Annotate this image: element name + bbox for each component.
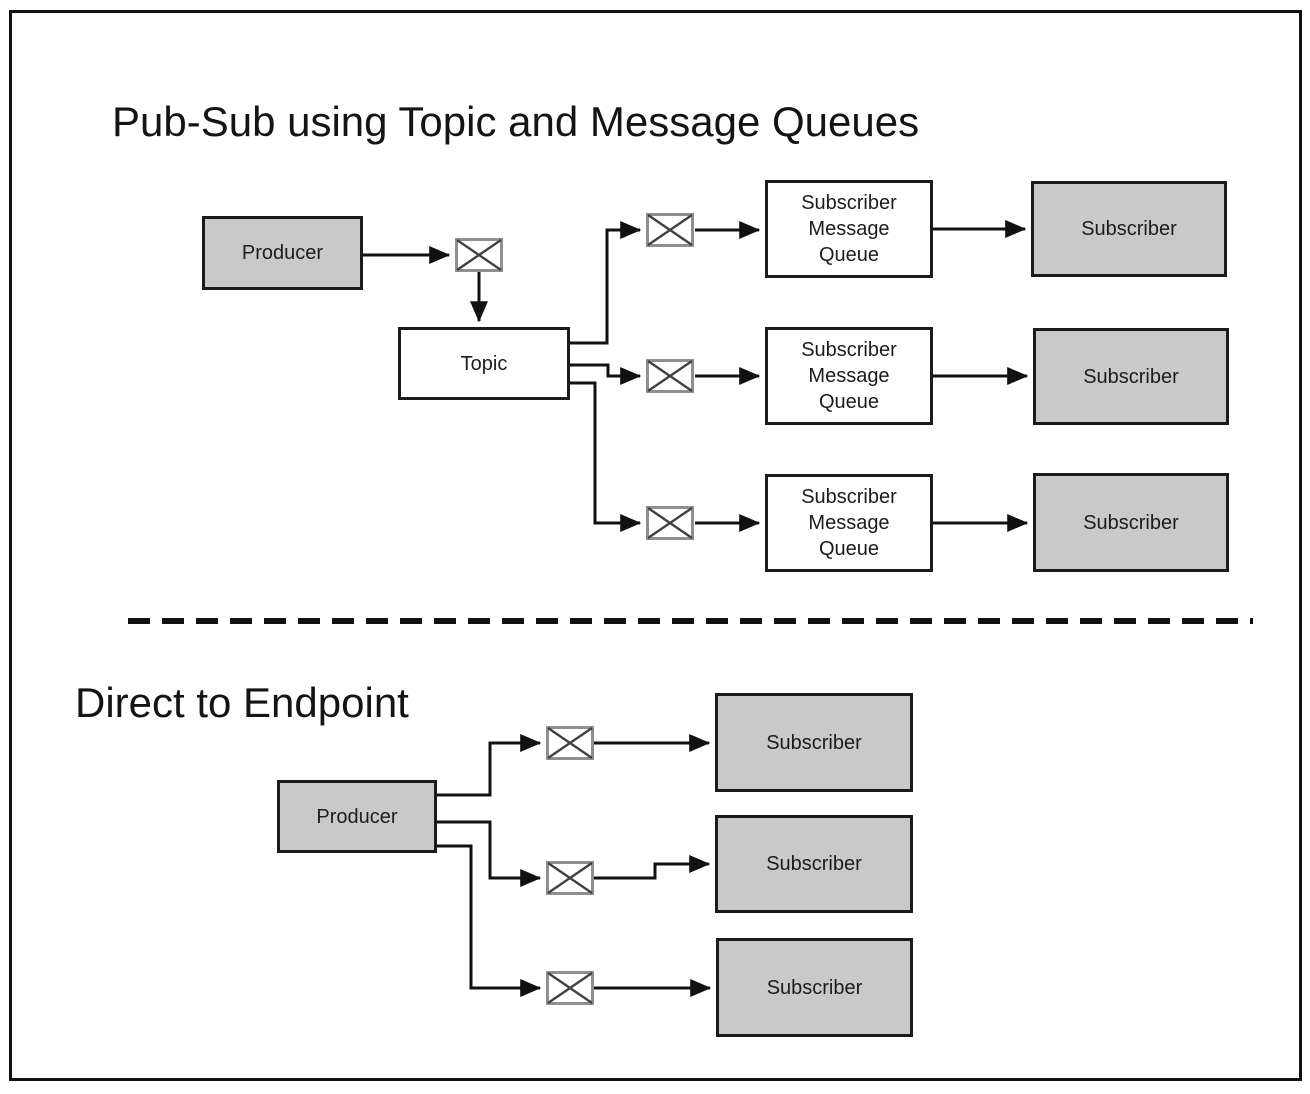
section-title-direct: Direct to Endpoint (75, 679, 409, 726)
message-envelope-icon (546, 726, 594, 765)
topic-label: Topic (460, 352, 508, 375)
subscriber-queue-node-3: Subscriber Message Queue (765, 474, 933, 572)
subscriber-node-direct-2: Subscriber (715, 815, 913, 913)
subscriber-label: Subscriber (1083, 511, 1179, 534)
producer-label: Producer (241, 242, 324, 264)
subscriber-queue-label: Subscriber Message Queue (801, 192, 897, 266)
subscriber-queue-label: Subscriber Message Queue (801, 486, 897, 560)
subscriber-queue-label: Subscriber Message Queue (801, 339, 897, 413)
message-envelope-icon (546, 861, 594, 900)
producer-node: Producer (202, 216, 363, 290)
subscriber-label: Subscriber (766, 853, 862, 875)
producer-node-direct: Producer (277, 780, 437, 853)
message-envelope-icon (455, 238, 503, 277)
message-envelope-icon (646, 213, 694, 252)
subscriber-queue-node-2: Subscriber Message Queue (765, 327, 933, 425)
subscriber-node-2: Subscriber (1033, 328, 1229, 425)
arrow-producer2-to-message-2 (437, 820, 542, 887)
arrow-topic-to-message-1 (570, 221, 642, 345)
subscriber-queue-node-1: Subscriber Message Queue (765, 180, 933, 278)
subscriber-label: Subscriber (1081, 218, 1177, 240)
subscriber-label: Subscriber (1083, 365, 1179, 388)
arrow-message-to-subscriber-b2 (594, 855, 711, 880)
subscriber-label: Subscriber (766, 731, 862, 754)
subscriber-node-1: Subscriber (1031, 181, 1227, 277)
producer-label: Producer (316, 805, 398, 828)
arrow-topic-to-message-3 (570, 381, 642, 532)
subscriber-node-3: Subscriber (1033, 473, 1229, 572)
section-title-pubsub: Pub-Sub using Topic and Message Queues (112, 98, 920, 145)
topic-node: Topic (398, 327, 570, 400)
arrow-producer2-to-message-1 (437, 734, 542, 797)
subscriber-node-direct-3: Subscriber (716, 938, 913, 1037)
subscriber-node-direct-1: Subscriber (715, 693, 913, 792)
arrow-producer2-to-message-3 (437, 844, 542, 997)
message-envelope-icon (646, 359, 694, 398)
arrow-topic-to-message-2 (570, 363, 642, 385)
message-envelope-icon (546, 971, 594, 1010)
subscriber-label: Subscriber (766, 976, 863, 999)
message-envelope-icon (646, 506, 694, 545)
